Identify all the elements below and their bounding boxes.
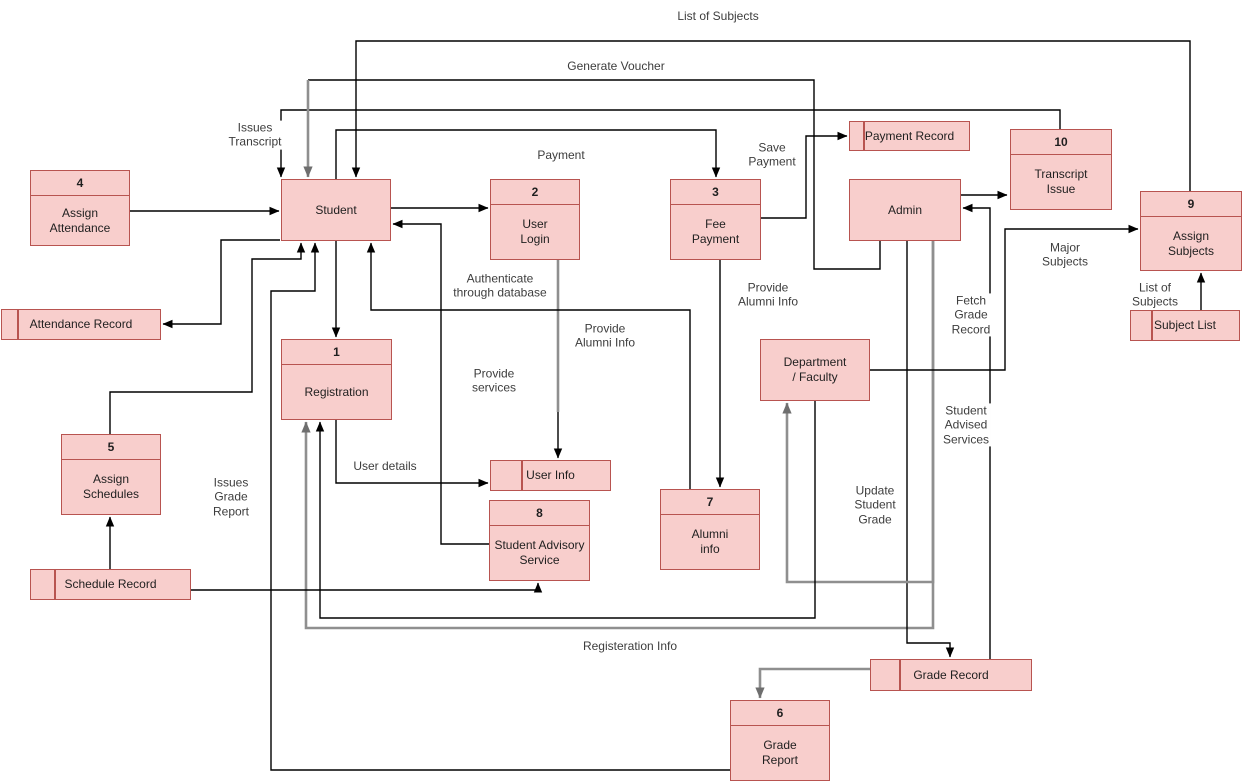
process-label: Grade Report bbox=[761, 738, 799, 767]
edge-label-user-details: User details bbox=[351, 458, 419, 474]
flow-advisory-service-to-student bbox=[392, 219, 489, 545]
process-number: 7 bbox=[661, 490, 759, 515]
flow-student-to-fee-payment bbox=[335, 129, 721, 179]
flow-schedule-record-to-advisory-service bbox=[191, 582, 543, 593]
flow-department-to-registration bbox=[315, 401, 816, 619]
process-number: 4 bbox=[31, 171, 129, 196]
process-number: 5 bbox=[62, 435, 160, 460]
flow-student-to-attendance-record bbox=[162, 239, 280, 329]
entity-admin[interactable]: Admin bbox=[849, 179, 961, 241]
flow-grade-record-to-admin bbox=[962, 203, 991, 659]
edge-label-issues-transcript: Issues Transcript bbox=[226, 120, 284, 150]
process-number: 6 bbox=[731, 701, 829, 726]
edge-label-save-payment: Save Payment bbox=[746, 140, 798, 170]
edge-label-provide-alumni-info-mid: Provide Alumni Info bbox=[572, 321, 638, 351]
flow-registration-to-user-info bbox=[335, 420, 489, 488]
edge-label-authenticate-through-database: Authenticate through database bbox=[451, 271, 549, 301]
entity-label: Student bbox=[315, 202, 357, 217]
process-label: Fee Payment bbox=[691, 217, 740, 246]
flow-assign-schedules-to-student bbox=[109, 242, 306, 434]
entity-student[interactable]: Student bbox=[281, 179, 391, 241]
process-number: 3 bbox=[671, 180, 760, 205]
flow-fee-payment-to-payment-record bbox=[761, 131, 848, 219]
entity-label: Admin bbox=[887, 202, 922, 217]
edge-label-payment: Payment bbox=[535, 147, 587, 163]
datastore-label: Attendance Record bbox=[29, 317, 133, 331]
flow-department-to-assign-subjects bbox=[870, 224, 1139, 371]
datastore-divider bbox=[521, 461, 523, 490]
entity-label: Department / Faculty bbox=[783, 355, 847, 384]
process-number: 9 bbox=[1141, 192, 1241, 217]
datastore-label: Schedule Record bbox=[64, 577, 157, 591]
datastore-label: Payment Record bbox=[864, 128, 955, 143]
datastore-label: Subject List bbox=[1153, 318, 1217, 332]
datastore-schedule-record[interactable]: Schedule Record bbox=[30, 569, 191, 600]
edge-label-provide-services: Provide services bbox=[469, 366, 519, 396]
edge-label-issues-grade-report: Issues Grade Report bbox=[210, 475, 252, 519]
datastore-label: Grade Record bbox=[913, 667, 989, 682]
edge-label-update-student-grade: Update Student Grade bbox=[852, 483, 898, 527]
datastore-attendance-record[interactable]: Attendance Record bbox=[1, 309, 161, 340]
flow-admin-to-grade-record bbox=[906, 241, 955, 658]
process-label: Registration bbox=[304, 384, 369, 399]
datastore-subject-list[interactable]: Subject List bbox=[1130, 310, 1240, 341]
flow-assign-subjects-to-student bbox=[351, 40, 1191, 191]
edge-label-fetch-grade-record: Fetch Grade Record bbox=[949, 293, 993, 337]
process-number: 8 bbox=[490, 501, 589, 526]
edge-label-major-subjects: Major Subjects bbox=[1039, 240, 1091, 270]
datastore-divider bbox=[899, 660, 901, 690]
flow-admin-to-student-voucher bbox=[308, 79, 881, 270]
edge-label-generate-voucher: Generate Voucher bbox=[565, 58, 667, 74]
process-label: Student Advisory Service bbox=[494, 538, 585, 567]
process-number: 2 bbox=[491, 180, 579, 205]
process-label: Alumni info bbox=[691, 527, 729, 556]
process-label: User Login bbox=[520, 217, 550, 246]
edge-label-provide-alumni-info-right: Provide Alumni Info bbox=[735, 280, 801, 310]
datastore-user-info[interactable]: User Info bbox=[490, 460, 611, 491]
flow-admin-to-registration bbox=[301, 241, 935, 630]
datastore-divider bbox=[1151, 311, 1153, 340]
process-label: Assign Attendance bbox=[49, 205, 111, 235]
datastore-label: User Info bbox=[526, 468, 575, 482]
process-number: 1 bbox=[282, 340, 391, 365]
process-label: Assign Schedules bbox=[82, 472, 140, 501]
flow-admin-to-department bbox=[782, 241, 935, 584]
edge-label-student-advised-services: Student Advised Services bbox=[940, 403, 992, 447]
flow-grade-report-to-student bbox=[270, 242, 730, 771]
datastore-divider bbox=[54, 570, 56, 599]
datastore-payment-record[interactable]: Payment Record bbox=[849, 121, 970, 151]
edge-label-list-of-subjects-top: List of Subjects bbox=[675, 8, 761, 24]
edge-label-list-of-subjects-right: List of Subjects bbox=[1129, 280, 1181, 310]
flow-grade-record-to-grade-report bbox=[755, 667, 870, 699]
datastore-divider bbox=[863, 122, 865, 150]
process-label: Transcript Issue bbox=[1034, 167, 1088, 196]
datastore-grade-record[interactable]: Grade Record bbox=[870, 659, 1032, 691]
flow-alumni-info-to-student bbox=[366, 242, 691, 489]
edge-label-registeration-info: Registeration Info bbox=[580, 638, 680, 654]
process-number: 10 bbox=[1011, 130, 1111, 155]
entity-department-faculty[interactable]: Department / Faculty bbox=[760, 339, 870, 401]
datastore-divider bbox=[17, 310, 19, 339]
process-label: Assign Subjects bbox=[1167, 228, 1215, 258]
